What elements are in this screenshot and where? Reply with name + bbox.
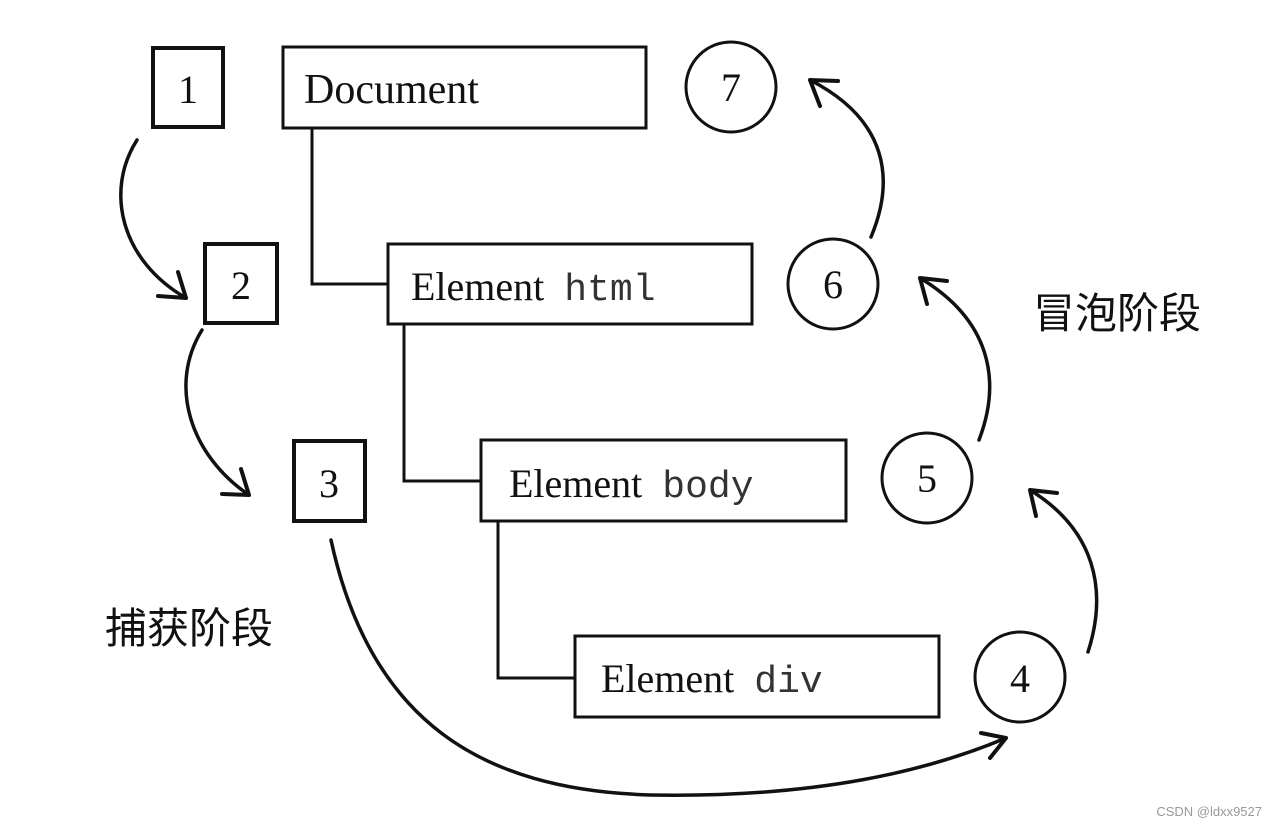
connector-document-html	[310, 128, 388, 286]
node-div-tag: div	[754, 661, 822, 704]
node-div: Element div	[573, 634, 941, 719]
node-body-tag: body	[662, 466, 753, 509]
arrow-bubble-5-6	[918, 276, 992, 442]
node-document-label: Document	[304, 67, 479, 113]
node-html-tag: html	[564, 269, 655, 312]
svg-text:Element html: Element html	[411, 264, 656, 312]
arrow-bubble-4-5	[1028, 488, 1099, 654]
capture-step-3: 3	[292, 439, 367, 523]
svg-text:Element body: Element body	[509, 461, 754, 509]
arrow-capture-2-3	[184, 328, 251, 497]
bubble-step-5-number: 5	[917, 456, 937, 501]
svg-text:Document: Document	[304, 67, 479, 113]
node-html: Element html	[386, 242, 754, 326]
bubble-step-5: 5	[880, 431, 974, 525]
bubble-step-6-number: 6	[823, 262, 843, 307]
bubble-step-4: 4	[973, 630, 1067, 724]
capture-step-1: 1	[151, 46, 225, 129]
capture-step-2-number: 2	[231, 263, 251, 308]
node-body: Element body	[479, 438, 848, 523]
bubble-step-7: 7	[684, 40, 778, 134]
arrow-bubble-6-7	[808, 78, 885, 239]
node-div-label: Element	[601, 656, 734, 701]
node-body-label: Element	[509, 461, 642, 506]
capture-step-1-number: 1	[178, 67, 198, 112]
bubble-step-6: 6	[786, 237, 880, 331]
arrow-capture-1-2	[119, 138, 188, 300]
bubble-step-7-number: 7	[721, 65, 741, 110]
capture-step-2: 2	[203, 242, 279, 325]
node-html-label: Element	[411, 264, 544, 309]
svg-text:Element div: Element div	[601, 656, 823, 704]
arrow-capture-3-4	[329, 538, 1008, 797]
connector-html-body	[402, 324, 481, 483]
connector-body-div	[496, 521, 575, 680]
bubble-phase-label: 冒泡阶段	[1033, 289, 1201, 338]
bubble-step-4-number: 4	[1010, 656, 1030, 701]
capture-phase-label: 捕获阶段	[105, 604, 273, 653]
node-document: Document	[281, 45, 648, 130]
watermark: CSDN @ldxx9527	[1156, 804, 1262, 819]
capture-step-3-number: 3	[319, 461, 339, 506]
